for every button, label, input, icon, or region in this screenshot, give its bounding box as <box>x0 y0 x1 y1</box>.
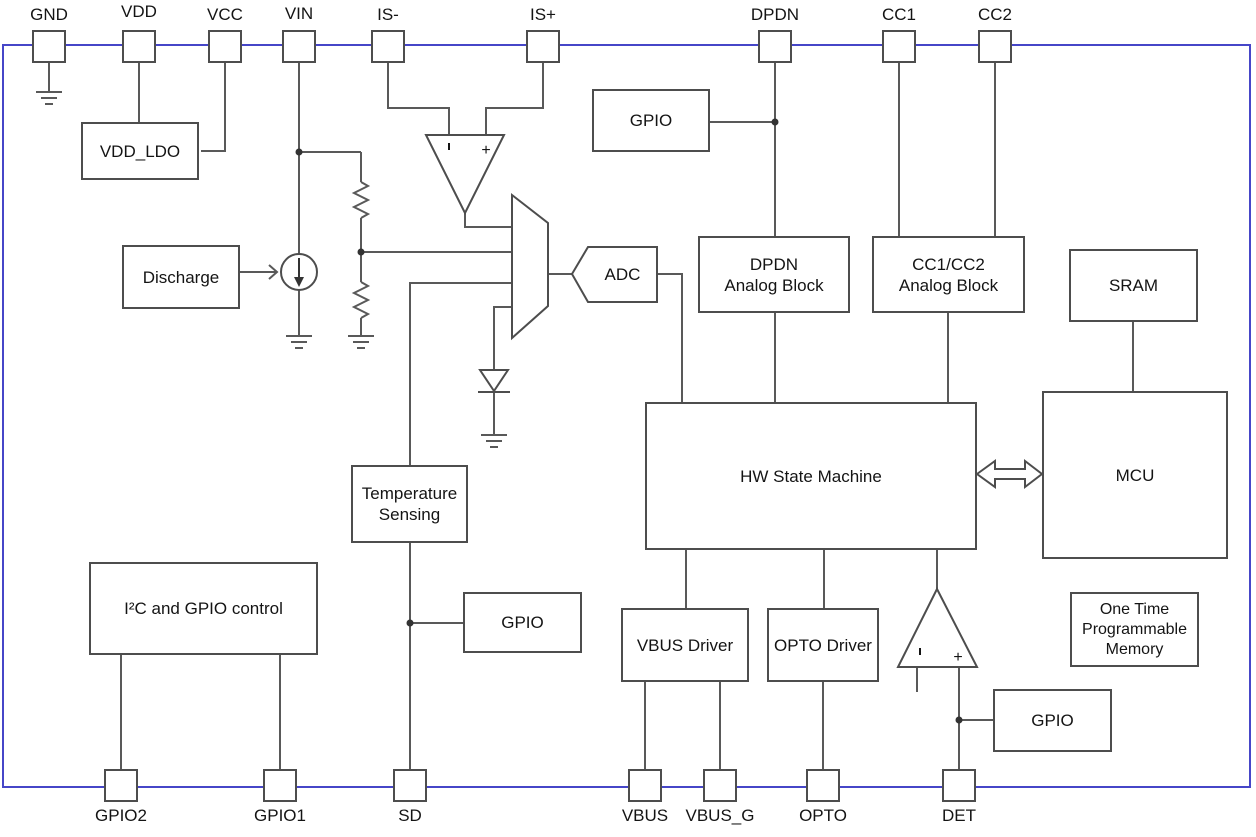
wires <box>48 62 1134 770</box>
block-discharge: Discharge <box>122 245 240 309</box>
block-gpio-det: GPIO <box>993 689 1112 752</box>
opamp-plus-sign: + <box>481 142 490 159</box>
pin-square-vcc <box>208 30 242 63</box>
pin-label-vbus-g: VBUS_G <box>685 806 755 825</box>
pin-square-cc2 <box>978 30 1012 63</box>
block-opto-driver: OPTO Driver <box>767 608 879 682</box>
block-cc-analog: CC1/CC2 Analog Block <box>872 236 1025 313</box>
adc-shape <box>570 246 658 303</box>
pin-square-isminus <box>371 30 405 63</box>
ground-icon <box>36 91 62 105</box>
block-hw-state-machine: HW State Machine <box>645 402 977 550</box>
pin-label-dpdn: DPDN <box>750 5 800 24</box>
pin-squares <box>32 30 1012 802</box>
bidirectional-arrow-icon <box>975 458 1044 490</box>
current-source-icon <box>280 253 318 291</box>
pin-square-vbus <box>628 769 662 802</box>
ground-icon <box>348 335 374 349</box>
det-comparator-shape: + <box>896 586 979 668</box>
pin-square-isplus <box>526 30 560 63</box>
pin-square-gpio2 <box>104 769 138 802</box>
pin-square-gpio1 <box>263 769 297 802</box>
pin-square-vbusg <box>703 769 737 802</box>
block-vbus-driver: VBUS Driver <box>621 608 749 682</box>
block-mcu: MCU <box>1042 391 1228 559</box>
pin-label-gnd: GND <box>30 5 68 24</box>
block-sram: SRAM <box>1069 249 1198 322</box>
ground-icon <box>481 434 507 448</box>
pin-square-dpdn <box>758 30 792 63</box>
pin-square-vdd <box>122 30 156 63</box>
pin-label-det: DET <box>942 806 976 825</box>
pin-label-is-plus: IS+ <box>530 5 556 24</box>
block-otp-memory: One Time Programmable Memory <box>1070 592 1199 667</box>
pin-label-vin: VIN <box>284 4 314 23</box>
opamp-plus-sign: + <box>953 649 962 666</box>
pin-label-vdd: VDD <box>121 2 157 21</box>
chip-boundary <box>2 44 1251 788</box>
pin-square-cc1 <box>882 30 916 63</box>
block-gpio-top: GPIO <box>592 89 710 152</box>
discharge-arrow-icon <box>268 264 279 280</box>
pin-label-opto: OPTO <box>799 806 847 825</box>
pin-label-vbus: VBUS <box>621 806 669 825</box>
current-sense-opamp-shape: + <box>424 134 506 216</box>
block-dpdn-analog: DPDN Analog Block <box>698 236 850 313</box>
pin-label-vcc: VCC <box>207 5 243 24</box>
resistor-icon <box>351 281 371 319</box>
pin-label-cc1: CC1 <box>881 5 916 24</box>
block-gpio-mid: GPIO <box>463 592 582 653</box>
pin-square-sd <box>393 769 427 802</box>
block-i2c-gpio-control: I²C and GPIO control <box>89 562 318 655</box>
pin-square-gnd <box>32 30 66 63</box>
diode-icon <box>478 369 510 393</box>
pin-label-gpio2: GPIO2 <box>95 806 147 825</box>
mux-shape <box>511 192 549 341</box>
pin-label-is-minus: IS- <box>377 5 399 24</box>
pin-label-gpio1: GPIO1 <box>254 806 306 825</box>
junction-dots <box>295 118 963 724</box>
pin-label-cc2: CC2 <box>977 5 1012 24</box>
resistor-icon <box>351 181 371 219</box>
pin-square-vin <box>282 30 316 63</box>
block-temperature-sensing: Temperature Sensing <box>351 465 468 543</box>
block-vdd-ldo: VDD_LDO <box>81 122 199 180</box>
pin-square-det <box>942 769 976 802</box>
adc-label: ADC <box>604 265 641 284</box>
pin-label-sd: SD <box>398 806 422 825</box>
pin-square-opto <box>806 769 840 802</box>
ground-icon <box>286 335 312 349</box>
